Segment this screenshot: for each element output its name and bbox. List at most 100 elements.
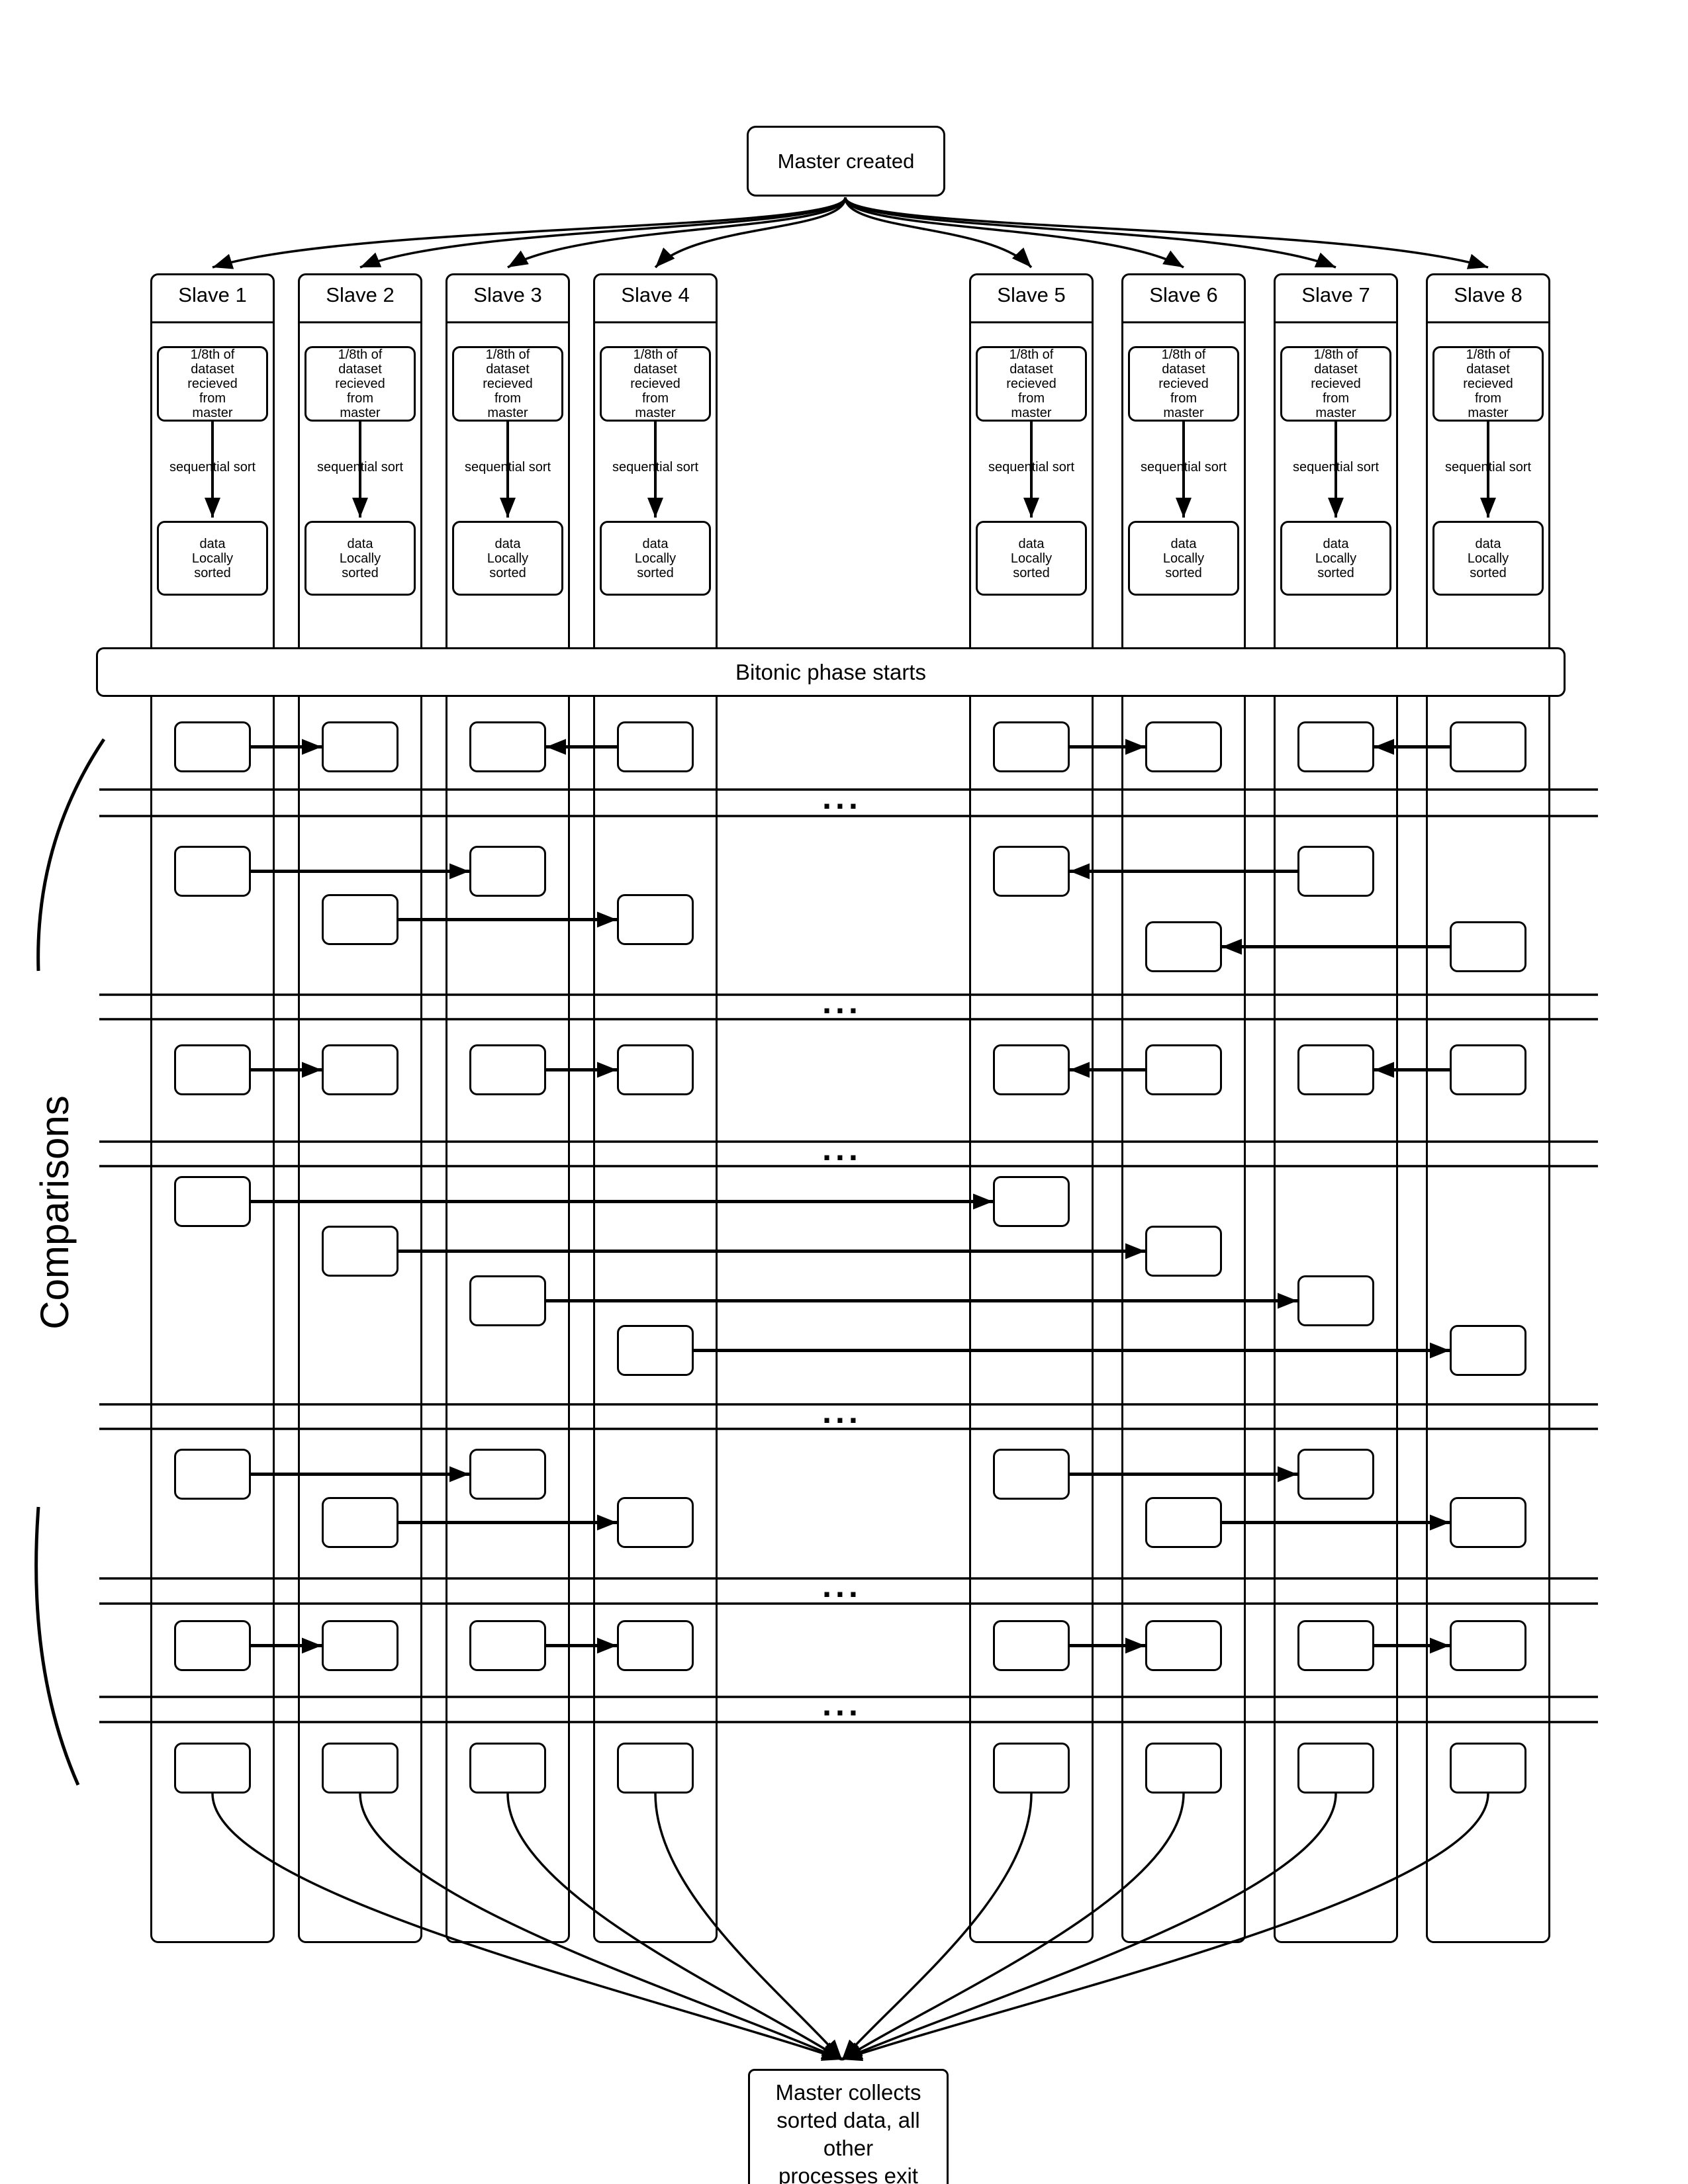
- comparison-box: [1297, 1449, 1374, 1500]
- comparison-box: [469, 1743, 546, 1794]
- master-to-slave-arrow: [654, 197, 847, 269]
- sequential-sort-label: sequential sort: [169, 460, 256, 475]
- comparison-box: [1450, 721, 1526, 772]
- comparison-box: [993, 1743, 1070, 1794]
- master-created-box: Master created: [747, 126, 945, 197]
- phase-ellipsis: ...: [822, 1567, 862, 1604]
- dataset-received-box: 1/8th of dataset recieved from master: [305, 346, 416, 422]
- slave-name: Slave 7: [1301, 283, 1370, 306]
- comparison-box: [1297, 721, 1374, 772]
- comparison-box: [993, 846, 1070, 897]
- comparison-box: [1297, 1275, 1374, 1326]
- comparison-box: [617, 1044, 694, 1095]
- comparison-box: [617, 1743, 694, 1794]
- dataset-received-box: 1/8th of dataset recieved from master: [1128, 346, 1239, 422]
- master-to-slave-arrow: [844, 197, 1489, 269]
- locally-sorted-box: data Locally sorted: [1128, 521, 1239, 596]
- locally-sorted-box: data Locally sorted: [452, 521, 563, 596]
- comparison-box: [1145, 1620, 1222, 1671]
- master-to-slave-arrow: [844, 197, 1184, 269]
- comparison-box: [1145, 1226, 1222, 1277]
- phase-ellipsis: ...: [822, 1130, 862, 1167]
- comparison-box: [174, 1743, 251, 1794]
- sequential-sort-label: sequential sort: [988, 460, 1075, 475]
- sequential-sort-label: sequential sort: [1444, 460, 1532, 475]
- comparison-box: [1297, 1743, 1374, 1794]
- locally-sorted-box: data Locally sorted: [976, 521, 1087, 596]
- slave-name: Slave 8: [1454, 283, 1523, 306]
- phase-ellipsis: ...: [822, 779, 862, 816]
- comparison-box: [322, 1497, 399, 1548]
- dataset-received-box: 1/8th of dataset recieved from master: [600, 346, 711, 422]
- comparison-box: [1145, 721, 1222, 772]
- slave-name: Slave 5: [997, 283, 1066, 306]
- phase-ellipsis: ...: [822, 983, 862, 1021]
- comparison-box: [993, 1620, 1070, 1671]
- comparison-box: [469, 721, 546, 772]
- phase-ellipsis: ...: [822, 1392, 862, 1430]
- comparison-box: [1145, 1743, 1222, 1794]
- comparison-box: [1145, 1044, 1222, 1095]
- comparisons-brace-top: [36, 738, 106, 972]
- master-to-slave-arrow: [844, 197, 1033, 269]
- sequential-sort-label: sequential sort: [464, 460, 551, 475]
- comparison-box: [617, 1620, 694, 1671]
- master-to-slave-arrow: [212, 197, 847, 269]
- bitonic-phase-bar: Bitonic phase starts: [96, 647, 1566, 697]
- comparison-box: [469, 1620, 546, 1671]
- sequential-sort-label: sequential sort: [316, 460, 404, 475]
- slave-name: Slave 4: [621, 283, 690, 306]
- comparison-box: [322, 894, 399, 945]
- dataset-received-box: 1/8th of dataset recieved from master: [976, 346, 1087, 422]
- dataset-received-box: 1/8th of dataset recieved from master: [452, 346, 563, 422]
- comparison-box: [469, 1449, 546, 1500]
- comparison-box: [1297, 1044, 1374, 1095]
- comparison-box: [174, 1176, 251, 1227]
- comparison-box: [1297, 846, 1374, 897]
- dataset-received-box: 1/8th of dataset recieved from master: [1432, 346, 1544, 422]
- locally-sorted-box: data Locally sorted: [157, 521, 268, 596]
- locally-sorted-box: data Locally sorted: [1432, 521, 1544, 596]
- comparison-box: [322, 721, 399, 772]
- comparison-box: [1145, 1497, 1222, 1548]
- comparison-box: [617, 721, 694, 772]
- master-to-slave-arrow: [359, 197, 847, 269]
- master-to-slave-arrow: [507, 197, 847, 269]
- comparison-box: [993, 1449, 1070, 1500]
- comparison-box: [993, 1044, 1070, 1095]
- sequential-sort-label: sequential sort: [612, 460, 699, 475]
- master-collects-box: Master collects sorted data, all other p…: [748, 2069, 949, 2184]
- comparisons-brace-bottom: [34, 1506, 80, 1786]
- comparison-box: [1450, 1743, 1526, 1794]
- comparison-box: [1145, 921, 1222, 972]
- comparison-box: [993, 721, 1070, 772]
- comparison-box: [174, 1620, 251, 1671]
- sequential-sort-label: sequential sort: [1140, 460, 1227, 475]
- comparisons-axis-label: Comparisons: [32, 1095, 77, 1330]
- dataset-received-box: 1/8th of dataset recieved from master: [1280, 346, 1391, 422]
- dataset-received-box: 1/8th of dataset recieved from master: [157, 346, 268, 422]
- phase-ellipsis: ...: [822, 1686, 862, 1723]
- comparison-box: [1450, 1620, 1526, 1671]
- locally-sorted-box: data Locally sorted: [305, 521, 416, 596]
- slave-name: Slave 2: [326, 283, 395, 306]
- comparison-box: [322, 1044, 399, 1095]
- comparison-box: [617, 1325, 694, 1376]
- slave-name: Slave 6: [1149, 283, 1218, 306]
- comparison-box: [322, 1226, 399, 1277]
- comparison-box: [1450, 1044, 1526, 1095]
- comparison-box: [617, 894, 694, 945]
- comparison-box: [1450, 921, 1526, 972]
- comparison-box: [322, 1620, 399, 1671]
- comparison-box: [1297, 1620, 1374, 1671]
- comparison-box: [174, 1044, 251, 1095]
- master-to-slave-arrow: [844, 197, 1336, 269]
- comparison-box: [469, 846, 546, 897]
- locally-sorted-box: data Locally sorted: [600, 521, 711, 596]
- comparison-box: [1450, 1497, 1526, 1548]
- comparison-box: [469, 1275, 546, 1326]
- slave-name: Slave 1: [178, 283, 247, 306]
- comparison-box: [617, 1497, 694, 1548]
- comparison-box: [469, 1044, 546, 1095]
